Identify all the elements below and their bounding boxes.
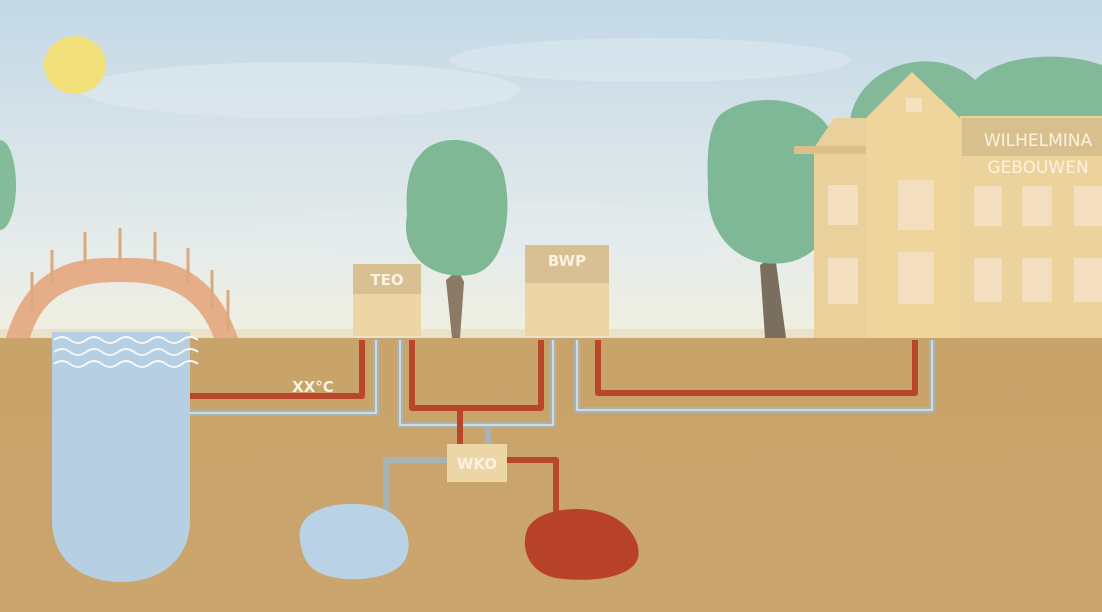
cloud (260, 204, 780, 256)
temperature-label: XX°C (292, 378, 334, 396)
teo-label: TEO (370, 271, 403, 289)
cold-reservoir (299, 503, 409, 580)
cloud (450, 38, 850, 82)
tree-foliage-left-edge (0, 140, 16, 230)
wko-label: WKO (457, 455, 497, 473)
hot-reservoir (524, 509, 639, 580)
hot-pipes (190, 340, 918, 522)
bridge (6, 228, 238, 338)
building-name-line1: WILHELMINA (984, 131, 1093, 151)
building-wilhelmina (794, 72, 1102, 338)
bwp-label: BWP (548, 252, 586, 270)
building-name-line2: GEBOUWEN (987, 158, 1088, 178)
tree-right (707, 100, 842, 338)
teo-unit (353, 264, 421, 336)
tree-middle (405, 139, 508, 338)
cloud (80, 62, 520, 118)
wko-unit (447, 444, 507, 482)
water-well (52, 332, 199, 582)
sun-icon (44, 36, 106, 94)
bwp-unit (525, 245, 609, 336)
